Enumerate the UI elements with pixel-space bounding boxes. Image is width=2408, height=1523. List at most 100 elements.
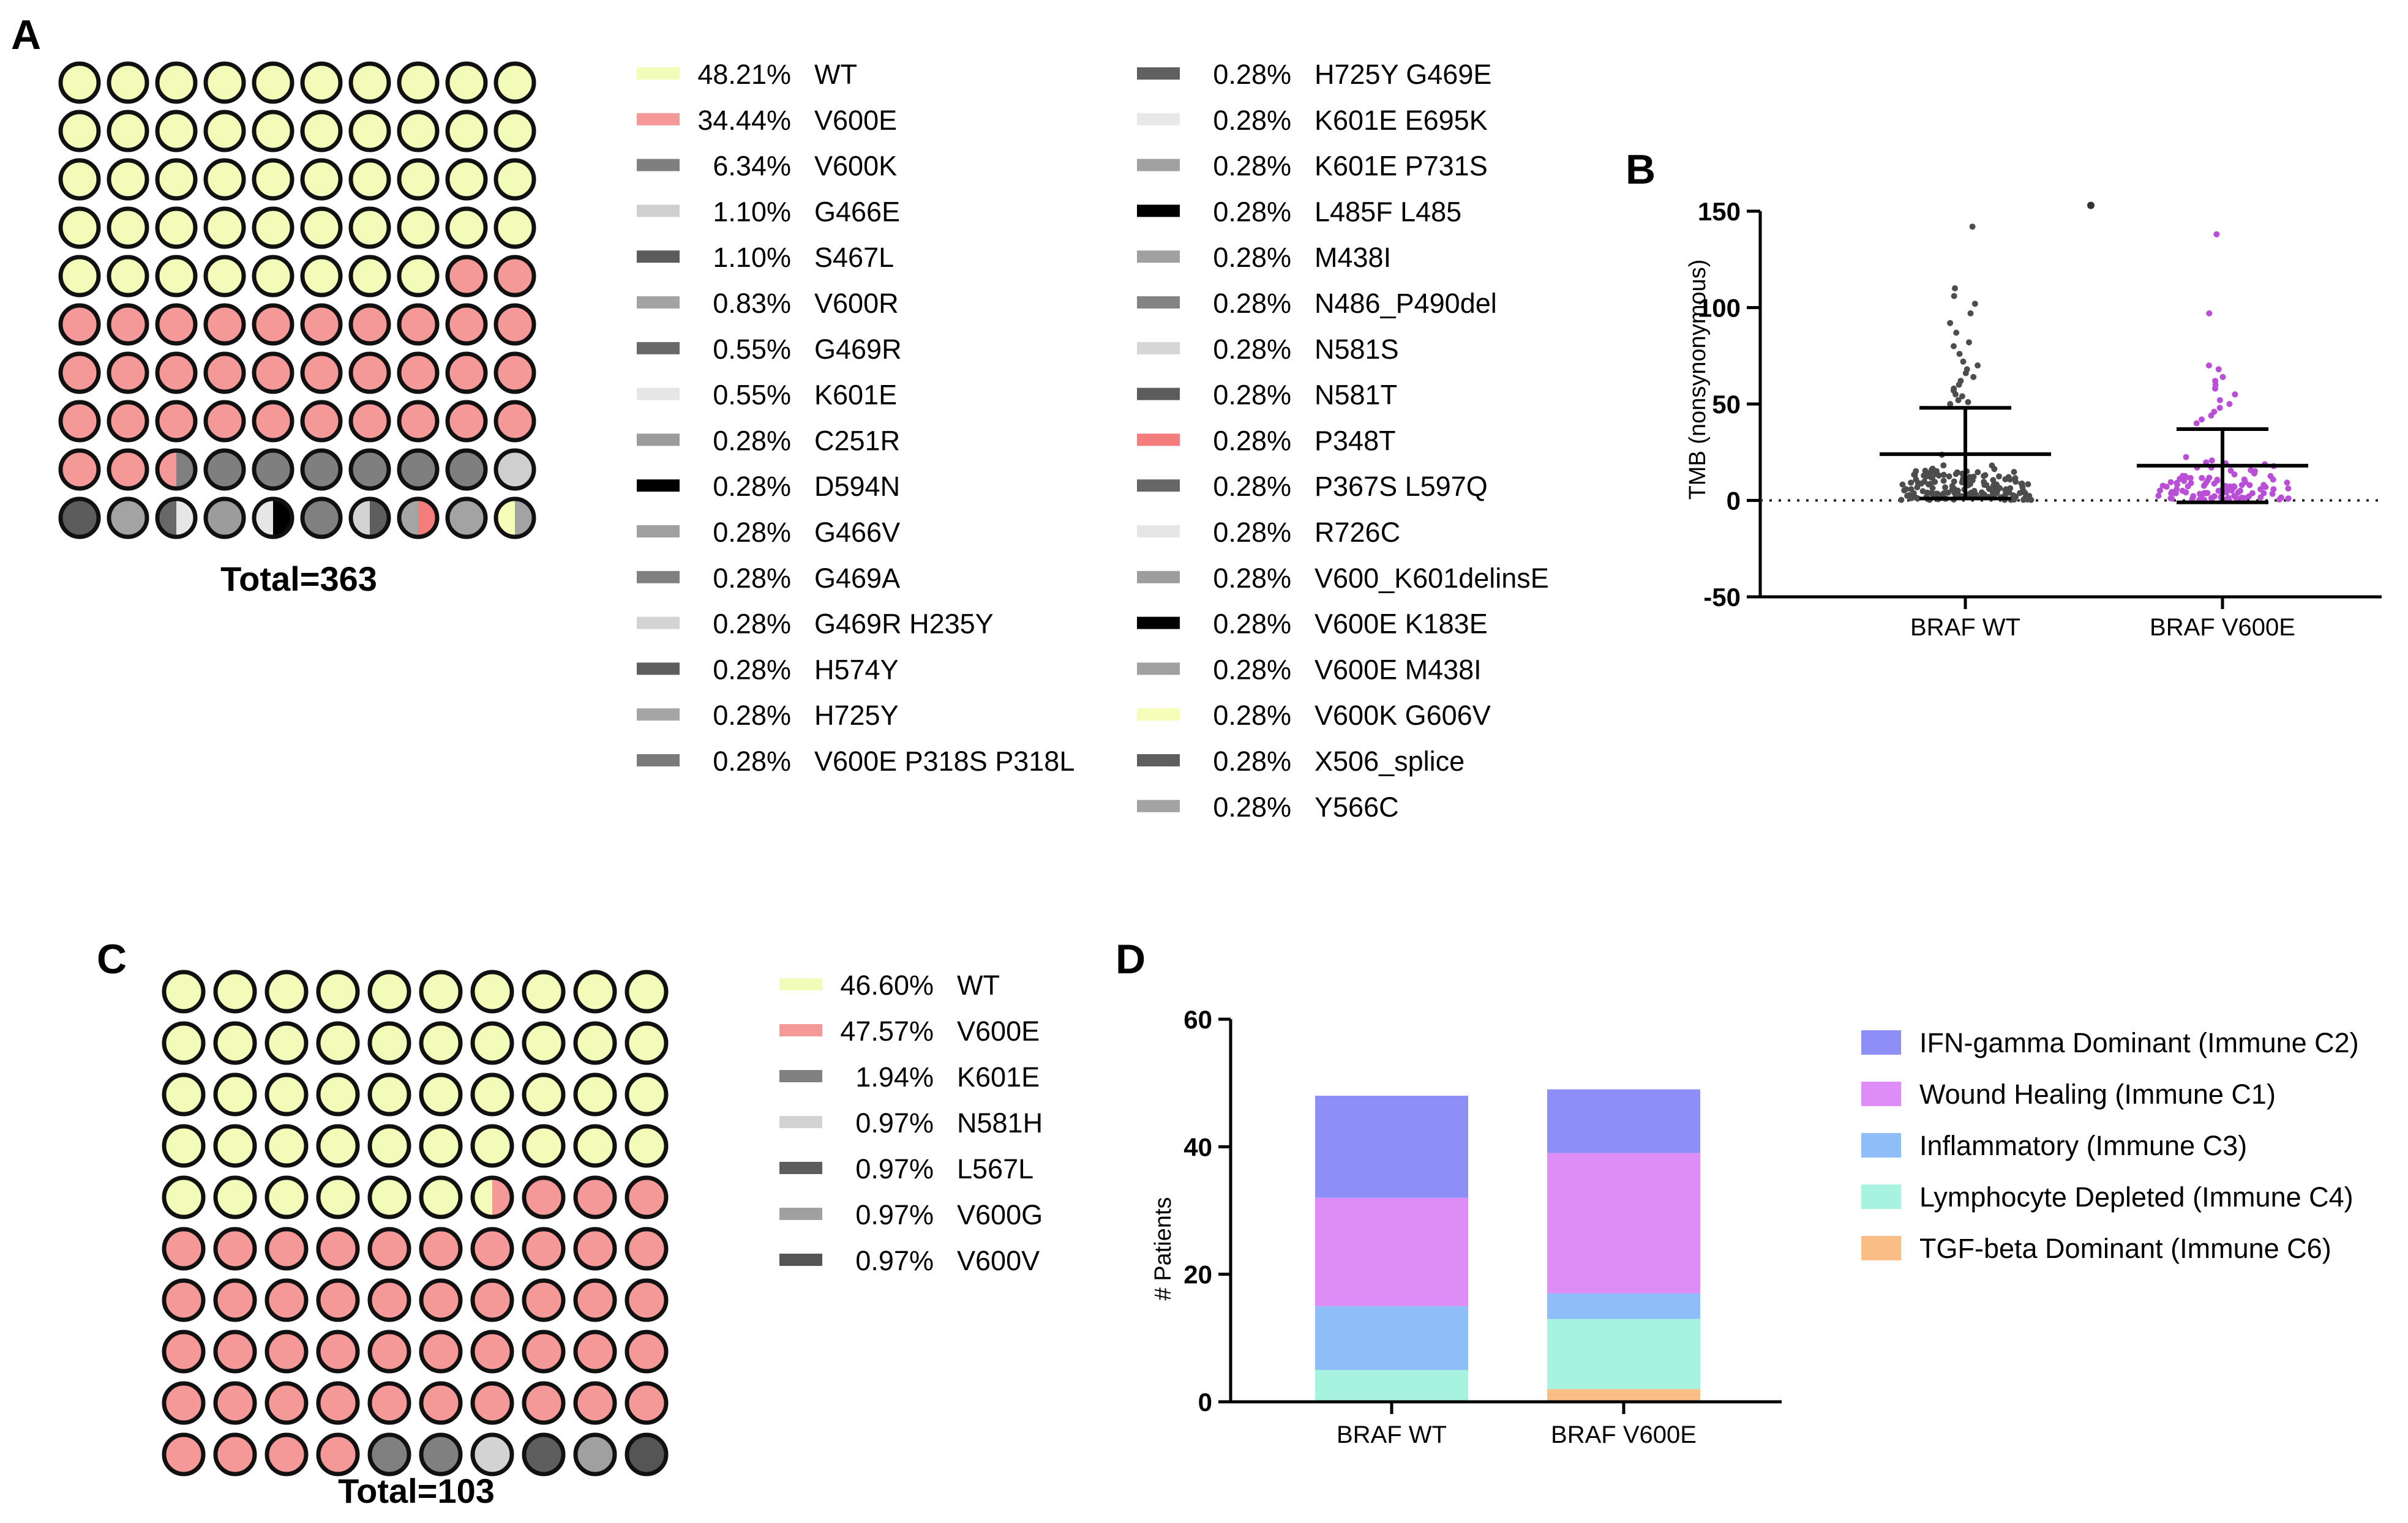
waffle-cell — [264, 1021, 309, 1065]
scatter-point — [2232, 391, 2238, 398]
legend-percent: 0.28% — [1213, 380, 1291, 411]
waffle-cell — [470, 1072, 514, 1117]
waffle-cell — [316, 1432, 360, 1476]
scatter-point — [1952, 391, 1959, 398]
legend-swatch — [1137, 479, 1180, 492]
waffle-cell — [625, 1432, 669, 1476]
legend-percent: 0.28% — [713, 654, 791, 685]
waffle-cell — [203, 303, 246, 346]
legend-label: V600E K183E — [1315, 608, 1488, 640]
scatter-point — [2285, 495, 2292, 502]
waffle-cell — [348, 351, 391, 394]
scatter-point — [1940, 471, 1947, 478]
scatter-point — [2028, 496, 2035, 503]
waffle-cell — [397, 303, 440, 346]
legend-percent: 47.57% — [840, 1016, 934, 1047]
waffle-cell — [367, 1021, 411, 1065]
waffle-cell — [264, 970, 309, 1014]
waffle-cell — [300, 448, 343, 491]
waffle-cell — [397, 351, 440, 394]
waffle-cell — [316, 1175, 360, 1219]
legend-swatch — [1861, 1030, 1901, 1055]
legend-swatch — [1137, 708, 1180, 721]
waffle-cell — [419, 1227, 463, 1271]
waffle-cell — [445, 303, 488, 346]
scatter-point — [2249, 490, 2256, 496]
waffle-cell — [58, 400, 101, 443]
waffle-cell — [316, 1021, 360, 1065]
waffle-cell — [316, 1227, 360, 1271]
waffle-cell — [316, 1278, 360, 1322]
legend-swatch — [779, 1254, 822, 1266]
scatter-point — [2199, 474, 2205, 481]
legend-percent: 0.28% — [1213, 425, 1291, 456]
waffle-cell — [493, 303, 536, 346]
y-tick-label: 150 — [1698, 197, 1741, 226]
legend-label: G466V — [814, 517, 900, 548]
scatter-point — [1933, 468, 1940, 474]
x-tick-label: BRAF V600E — [2150, 614, 2295, 641]
scatter-point — [1903, 486, 1910, 493]
waffle-cell — [625, 1021, 669, 1065]
scatter-point — [1951, 293, 1957, 299]
legend-swatch — [1137, 387, 1180, 400]
legend-swatch — [779, 1070, 822, 1082]
waffle-cell — [58, 496, 101, 539]
waffle-cell — [522, 1432, 566, 1476]
legend-percent: 0.28% — [1213, 288, 1291, 319]
legend-percent: 0.55% — [713, 380, 791, 411]
scatter-point — [1898, 496, 1905, 503]
waffle-cell — [300, 303, 343, 346]
waffle-cell — [162, 970, 206, 1014]
waffle-cell — [397, 206, 440, 249]
scatter-point — [1975, 469, 1981, 476]
waffle-cell-outline — [470, 1175, 514, 1219]
scatter-point — [1967, 474, 1973, 481]
waffle-cell — [397, 400, 440, 443]
legend-label: Inflammatory (Immune C3) — [1919, 1130, 2247, 1161]
waffle-cell — [203, 496, 246, 539]
waffle-cell — [264, 1175, 309, 1219]
scatter-point — [2269, 490, 2276, 497]
scatter-point — [2159, 482, 2166, 489]
scatter-point — [1983, 482, 1990, 488]
waffle-cell — [445, 61, 488, 104]
legend-swatch — [637, 571, 680, 583]
waffle-cell-outline — [155, 448, 198, 491]
waffle-cell — [419, 1021, 463, 1065]
waffle-a-legend: 48.21%WT34.44%V600E6.34%V600K1.10%G466E1… — [637, 59, 1549, 823]
scatter-point — [1954, 491, 1961, 497]
scatter-point — [2205, 362, 2212, 369]
legend-percent: 0.97% — [855, 1153, 934, 1184]
scatter-point — [2285, 485, 2292, 492]
scatter-point — [2238, 495, 2245, 501]
legend-swatch — [637, 342, 680, 354]
waffle-cell — [367, 1432, 411, 1476]
scatter-point — [2167, 479, 2174, 485]
waffle-cell — [58, 206, 101, 249]
legend-swatch — [1861, 1133, 1901, 1158]
legend-label: V600E M438I — [1315, 654, 1482, 685]
waffle-cell — [162, 1330, 206, 1374]
legend-label: D594N — [814, 471, 900, 502]
bar-segment — [1547, 1389, 1700, 1402]
waffle-cell — [625, 1175, 669, 1219]
scatter-point — [2216, 397, 2223, 403]
scatter-point — [1971, 301, 1978, 307]
waffle-cell — [107, 61, 149, 104]
legend-label: G469R H235Y — [814, 608, 994, 640]
scatter-point — [2270, 476, 2276, 483]
waffle-cell — [522, 1021, 566, 1065]
scatter-point — [1910, 490, 1917, 496]
waffle-cell — [107, 496, 149, 539]
scatter-point — [1955, 397, 1962, 403]
waffle-cell — [625, 1124, 669, 1168]
waffle-cell — [470, 970, 514, 1014]
scatter-point — [2183, 454, 2189, 460]
waffle-cell — [252, 303, 294, 346]
legend-label: V600K — [814, 151, 897, 182]
scatter-point — [1959, 393, 1965, 400]
waffle-cell — [445, 496, 488, 539]
waffle-cell — [470, 1124, 514, 1168]
legend-swatch — [1861, 1236, 1901, 1260]
